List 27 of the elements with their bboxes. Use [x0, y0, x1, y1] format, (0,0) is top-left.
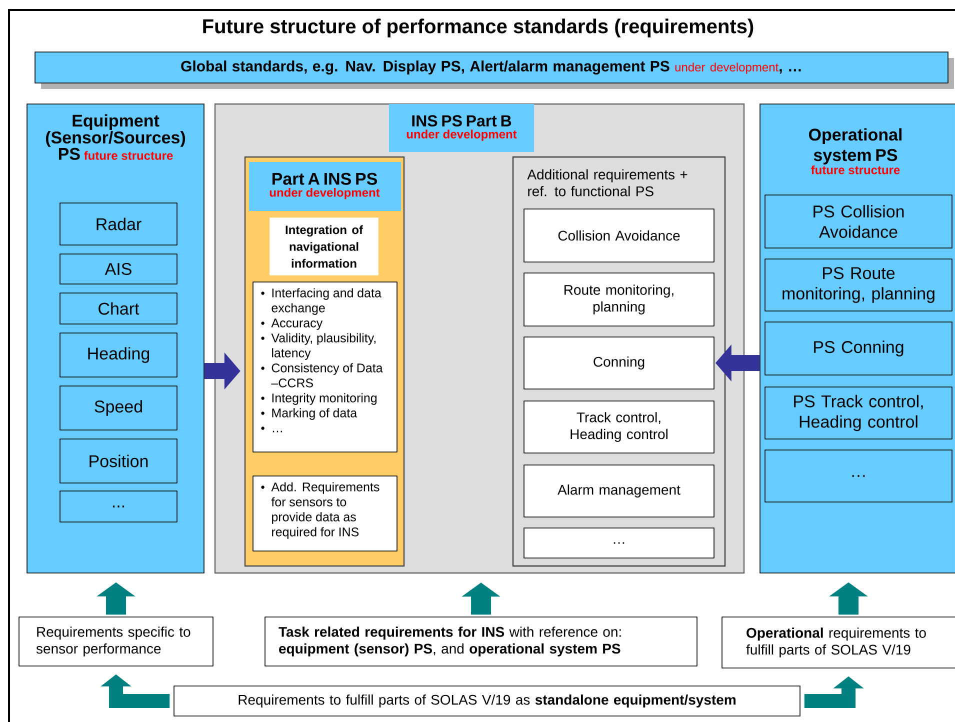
standard-box: PS Track control, Heading control [764, 386, 952, 440]
standard-box: Heading [60, 332, 178, 378]
title: Future structure of performance standards (requirements) [203, 18, 754, 38]
function-box: Alarm management [524, 464, 714, 518]
requirement-box: Task related requirements for INS with reference on: equipment (sensor) PS, and operational system PS [264, 616, 698, 666]
standard-box: … [764, 450, 952, 502]
standard-box: PS Conning [764, 322, 952, 376]
standard-box: Speed [60, 386, 178, 430]
standard-box: PS Collision Avoidance [764, 194, 952, 248]
function-box: Route monitoring, planning [524, 272, 714, 326]
standards-bar: Global standards, e.g. Nav. Display PS, Alert/alarm management PS under development, … [34, 52, 954, 89]
bullet-list: Add. Requirements for sensors to provide data as required for INS [252, 476, 398, 552]
function-box: Collision Avoidance [524, 208, 714, 262]
standard-box: PS Route monitoring, planning [764, 258, 952, 312]
function-box: Track control, Heading control [524, 400, 714, 454]
standard-box: Radar [60, 202, 178, 246]
standard-box: Position [60, 438, 178, 484]
standard-box: Chart [60, 292, 178, 324]
function-box: Conning [524, 336, 714, 390]
requirement-box: Operational requirements to fulfill parts of SOLAS V/19 [722, 616, 955, 668]
requirement-box: Requirements to fulfill parts of SOLAS V/19 as standalone equipment/system [174, 686, 800, 716]
standard-box: ... [60, 490, 178, 522]
standard-box: AIS [60, 254, 178, 284]
heading-box: Integration of navigational information [270, 218, 378, 276]
function-box: … [524, 528, 714, 558]
bullet-list: Interfacing and data exchange Accuracy Validity, plausibility, latency Consistency of Data –CCRS Integrity monitoring Marking of data … [252, 282, 398, 452]
requirement-box: Requirements specific to sensor performance [18, 616, 214, 666]
